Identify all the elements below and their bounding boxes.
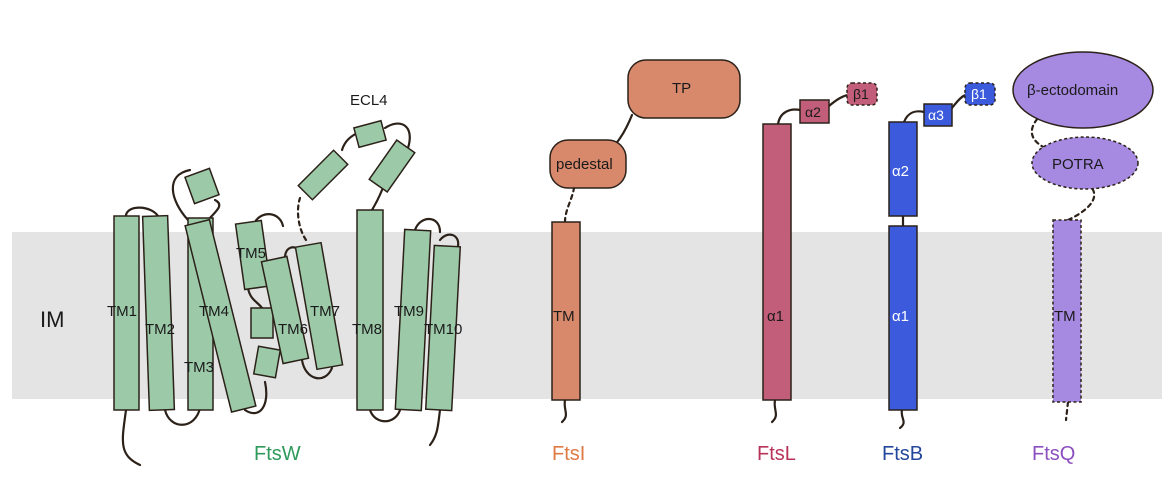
ftsb-a3-helix — [923, 103, 953, 127]
ftsb-a3-label: α3 — [928, 107, 944, 123]
ftsb-linker-a2-a3 — [902, 110, 926, 124]
ftsi-linker-dashed — [563, 186, 576, 224]
ftsw-loop-tm7-dashed — [296, 196, 308, 242]
ftsw-loop-to-tm8 — [370, 188, 384, 212]
ftsw-tm1-label: TM1 — [107, 303, 137, 320]
ftsw-small-helix-a — [250, 307, 274, 339]
ftsw-loop-tm3-top-to-small-helix — [171, 168, 192, 222]
ftsw-tm6-label: TM6 — [278, 321, 308, 338]
ftsl-a2-helix — [799, 99, 830, 124]
ftsi-pedestal-domain — [549, 139, 627, 189]
ftsq-tm-helix — [1052, 219, 1082, 403]
ftsl-linker-a1-a2 — [776, 108, 802, 126]
ftsi-tp-label: TP — [672, 80, 691, 97]
ftsl-a1-label: α1 — [767, 308, 784, 325]
ftsw-n-terminus-loop — [121, 408, 142, 467]
ftsw-tm8-label: TM8 — [352, 321, 382, 338]
ftsi-c-terminus — [560, 398, 568, 424]
ftsw-tm9-helix — [394, 228, 432, 412]
ftsb-c-terminus — [898, 408, 905, 430]
ftsw-tm5-label: TM5 — [236, 245, 266, 262]
ftsb-name: FtsB — [882, 443, 923, 465]
ftsb-a2-label: α2 — [892, 163, 909, 180]
ftsw-ecl4-label: ECL4 — [350, 92, 388, 109]
ftsq-ectodomain — [1012, 51, 1154, 129]
ftsw-group: TM1 TM2 TM3 TM4 TM5 TM6 TM7 TM8 TM9 TM10… — [107, 92, 462, 467]
ftsb-b1-label: β1 — [971, 86, 987, 102]
ftsw-loop-ecl4-right — [383, 122, 411, 150]
ftsw-loop-tm9-top — [413, 217, 442, 234]
ftsq-potra-domain — [1031, 136, 1139, 190]
ftsw-tm7-label: TM7 — [310, 303, 340, 320]
ftsq-potra-label: POTRA — [1052, 156, 1104, 173]
ftsw-loop-tm6-bottom — [300, 358, 334, 380]
ftsw-small-helix-b — [252, 345, 282, 379]
ftsw-c-terminus-loop — [428, 408, 442, 447]
ftsl-b1-strand — [846, 82, 878, 106]
ftsw-loop-tm1-tm2-top — [124, 206, 160, 218]
ftsw-name: FtsW — [254, 443, 301, 465]
ftsb-a2-helix — [888, 121, 918, 217]
ftsi-name: FtsI — [552, 443, 585, 465]
ftsl-a1-helix — [762, 123, 792, 401]
ftsw-small-helix-top — [184, 167, 220, 205]
ftsw-ecl4-helix-right — [368, 138, 416, 194]
ftsl-b1-label: β1 — [853, 86, 869, 102]
ftsw-tm4-helix — [184, 218, 257, 413]
ftsw-tm1-helix — [113, 215, 140, 411]
ftsw-tm7-helix — [294, 241, 344, 371]
ftsq-ecto-label: β-ectodomain — [1027, 82, 1118, 99]
ftsw-tm2-label: TM2 — [145, 321, 175, 338]
ftsl-c-terminus — [770, 398, 778, 424]
ftsq-tm-label: TM — [1054, 308, 1076, 325]
ftsq-name: FtsQ — [1032, 443, 1075, 465]
ftsw-loop-tm5-top — [253, 213, 285, 228]
ftsl-name: FtsL — [757, 443, 796, 465]
membrane-label: IM — [40, 307, 64, 332]
ftsb-a1-helix — [888, 225, 918, 411]
ftsq-c-terminus-dashed — [1064, 400, 1070, 422]
ftsi-group: TM pedestal TP FtsI — [549, 59, 741, 465]
ftsw-tm6-helix — [260, 255, 310, 365]
ftsi-tm-helix — [551, 221, 581, 401]
ftsw-ecl4-helix-left — [297, 149, 349, 201]
ftsw-tm10-helix — [424, 244, 462, 412]
ftsq-linker-tm-potra — [1066, 186, 1096, 222]
ftsb-group: α1 α2 α3 β1 FtsB — [882, 82, 996, 465]
ftsi-pedestal-label: pedestal — [556, 156, 613, 173]
ftsw-loop-tm9-tm10-top — [438, 233, 460, 248]
ftsi-tm-label: TM — [553, 308, 575, 325]
ftsw-tm5-helix — [234, 219, 272, 291]
ftsl-linker-a2-b1 — [827, 93, 850, 108]
ftsw-loop-tm8-bottom — [368, 408, 402, 423]
ftsw-tm8-helix — [356, 209, 384, 411]
ftsb-b1-strand — [964, 82, 996, 106]
ftsi-tp-domain — [627, 59, 741, 119]
ftsq-group: TM POTRA β-ectodomain FtsQ — [1012, 51, 1154, 465]
ftsw-tm4-label: TM4 — [199, 303, 229, 320]
ftsb-linker-a3-b1 — [950, 93, 968, 110]
ftsl-group: α1 α2 β1 FtsL — [757, 82, 878, 465]
ftsw-tm9-label: TM9 — [394, 303, 424, 320]
ftsw-ecl4-helix-top — [352, 119, 388, 149]
ftsw-loop-tm4-bottom — [243, 380, 268, 415]
ftsb-a1-label: α1 — [892, 308, 909, 325]
ftsw-loop-small-helix-to-tm4 — [208, 198, 221, 220]
ftsw-tm10-label: TM10 — [424, 321, 462, 338]
ftsq-linker-potra-ecto — [1030, 116, 1047, 150]
ftsw-loop-tm2-tm3-bottom — [163, 406, 202, 426]
ftsl-a2-label: α2 — [805, 104, 821, 120]
ftsw-tm2-helix — [141, 214, 176, 412]
ftsw-tm3-label: TM3 — [184, 359, 214, 376]
ftsw-loop-tm5-to-helix-a — [246, 286, 264, 310]
